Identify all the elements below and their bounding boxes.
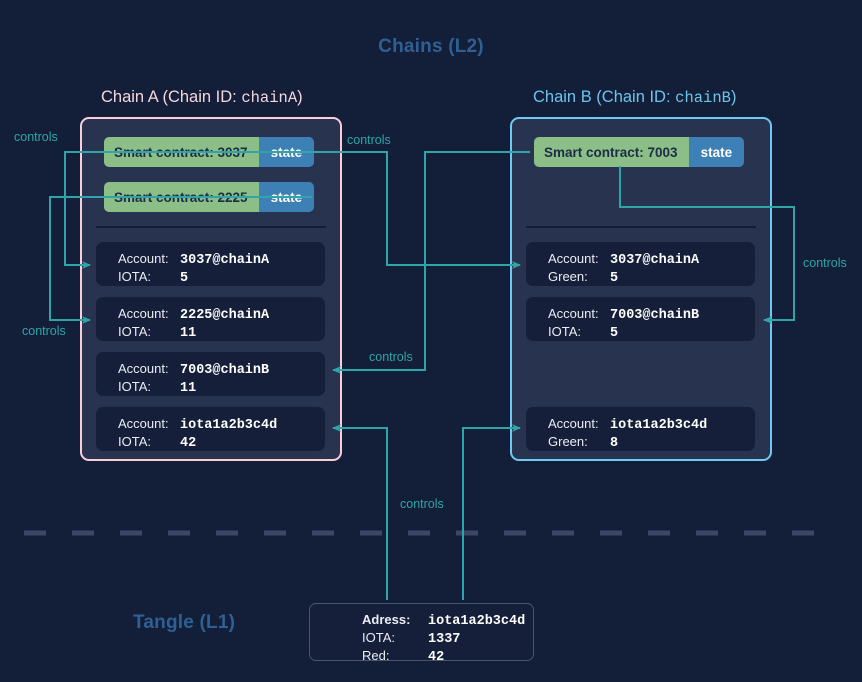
edge-label-controls-right: controls [803,256,847,270]
chain-a-account-2[interactable]: Account: 7003@chainB IOTA: 11 [96,352,325,396]
chain-b-title-id: chainB [675,89,731,107]
account-row: IOTA: 5 [118,269,325,287]
contract-name-label: Smart contract: 2225 [104,182,259,212]
contract-name-label: Smart contract: 7003 [534,137,689,167]
edge-label-controls-mid-bot: controls [369,350,413,364]
address-value: 1337 [428,632,461,647]
account-key: Account: [118,361,169,376]
chain-a-contract-3037[interactable]: Smart contract: 3037 state [104,137,315,167]
chain-b-account-2[interactable]: Account: iota1a2b3c4d Green: 8 [526,407,755,451]
chain-b-account-0[interactable]: Account: 3037@chainA Green: 5 [526,242,755,286]
account-key: Account: [548,251,599,266]
contract-name-label: Smart contract: 3037 [104,137,259,167]
chain-b-account-1[interactable]: Account: 7003@chainB IOTA: 5 [526,297,755,341]
chain-a-title-id: chainA [241,89,298,107]
address-key: Adress: [362,612,411,627]
account-key: IOTA: [548,324,581,339]
account-row: Account: 2225@chainA [118,306,325,324]
account-value: 8 [610,436,619,451]
account-row: Green: 8 [548,434,755,452]
edge-label-controls-a-bottom: controls [22,324,66,338]
account-row: Account: 3037@chainA [548,251,755,269]
account-value: 5 [610,271,619,286]
contract-state-button[interactable]: state [688,137,745,167]
account-value: 42 [180,436,197,451]
chain-a-title-suffix: ) [297,88,303,106]
tangle-address-card[interactable]: Adress: iota1a2b3c4d IOTA: 1337 Red: 42 [309,603,534,665]
account-value: 5 [610,326,619,341]
chain-b-divider [526,226,756,228]
chain-a-contract-2225[interactable]: Smart contract: 2225 state [104,182,315,212]
account-row: IOTA: 5 [548,324,755,342]
account-value: 2225@chainA [180,308,270,323]
edge-controls-a3037-to-b-account [312,151,521,269]
chain-b-title: Chain B (Chain ID: chainB) [533,88,736,107]
account-row: Account: iota1a2b3c4d [548,416,755,434]
account-key: Green: [548,269,588,284]
account-value: 7003@chainB [180,363,270,378]
edge-label-controls-a-top: controls [14,130,58,144]
account-value: 3037@chainA [180,253,270,268]
contract-state-button[interactable]: state [258,182,315,212]
edge-controls-b7003-to-a-account [332,151,530,374]
account-key: Account: [118,306,169,321]
chain-a-account-0[interactable]: Account: 3037@chainA IOTA: 5 [96,242,325,286]
chain-b-contract-7003[interactable]: Smart contract: 7003 state [534,137,745,167]
address-row: Adress: iota1a2b3c4d [362,612,533,630]
account-key: IOTA: [118,269,151,284]
chain-a-title-prefix: Chain A (Chain ID: [101,88,242,106]
account-value: iota1a2b3c4d [180,418,278,433]
chain-a-title: Chain A (Chain ID: chainA) [101,88,303,107]
account-row: Account: 3037@chainA [118,251,325,269]
account-row: Account: 7003@chainB [118,361,325,379]
page-title: Chains (L2) [378,36,484,57]
account-key: Account: [118,416,169,431]
account-value: 5 [180,271,189,286]
account-key: IOTA: [118,324,151,339]
chain-a-account-3[interactable]: Account: iota1a2b3c4d IOTA: 42 [96,407,325,451]
edge-label-controls-l1: controls [400,497,444,511]
address-key: IOTA: [362,630,395,645]
account-row: Account: iota1a2b3c4d [118,416,325,434]
account-key: IOTA: [118,379,151,394]
chain-a-divider [96,226,326,228]
account-row: IOTA: 42 [118,434,325,452]
account-value: 11 [180,381,197,396]
account-row: Account: 7003@chainB [548,306,755,324]
address-row: IOTA: 1337 [362,630,533,648]
account-value: 3037@chainA [610,253,700,268]
account-key: Account: [548,306,599,321]
chain-b-title-suffix: ) [730,88,737,106]
account-row: Green: 5 [548,269,755,287]
address-key: Red: [362,648,390,663]
edge-label-controls-mid-top: controls [347,133,391,147]
account-key: Green: [548,434,588,449]
account-row: IOTA: 11 [118,379,325,397]
account-value: 11 [180,326,197,341]
account-value: iota1a2b3c4d [610,418,708,433]
chain-b-title-prefix: Chain B (Chain ID: [533,88,676,106]
tangle-title: Tangle (L1) [133,612,236,633]
address-value: iota1a2b3c4d [428,614,526,629]
account-row: IOTA: 11 [118,324,325,342]
chain-a-account-1[interactable]: Account: 2225@chainA IOTA: 11 [96,297,325,341]
address-row: Red: 42 [362,648,533,666]
address-value: 42 [428,650,445,665]
account-value: 7003@chainB [610,308,700,323]
account-key: IOTA: [118,434,151,449]
account-key: Account: [118,251,169,266]
account-key: Account: [548,416,599,431]
contract-state-button[interactable]: state [258,137,315,167]
